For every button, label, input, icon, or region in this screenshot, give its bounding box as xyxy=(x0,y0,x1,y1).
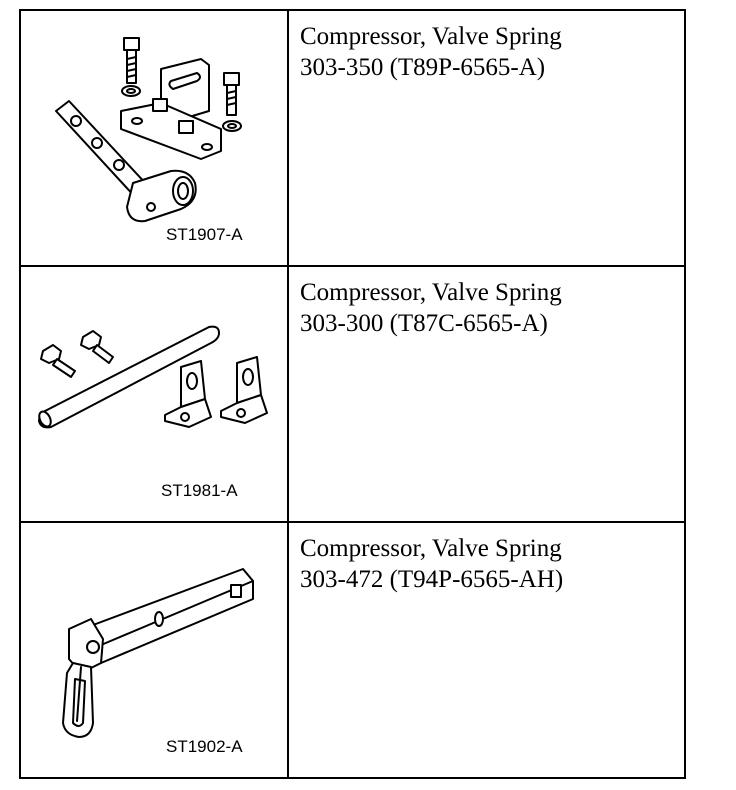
tool-illustration-cell: ST1981-A xyxy=(19,265,289,523)
table-row: ST1907-A Compressor, Valve Spring 303-35… xyxy=(19,9,686,267)
bolt-icon xyxy=(121,37,141,97)
tool-name: Compressor, Valve Spring xyxy=(300,279,562,306)
tool-illustration-cell: ST1902-A xyxy=(19,521,289,779)
tool-part-number: 303-472 (T94P-6565-AH) xyxy=(300,566,564,593)
valve-spring-compressor-lever-icon xyxy=(62,568,254,738)
tool-name: Compressor, Valve Spring xyxy=(300,23,562,50)
tool-illustration-cell: ST1907-A xyxy=(19,9,289,267)
special-tools-table: ST1907-A Compressor, Valve Spring 303-35… xyxy=(19,9,686,779)
tool-description-cell: Compressor, Valve Spring 303-300 (T87C-6… xyxy=(287,265,686,523)
illustration-code: ST1981-A xyxy=(161,481,238,500)
tool-description-cell: Compressor, Valve Spring 303-350 (T89P-6… xyxy=(287,9,686,267)
illustration-code: ST1907-A xyxy=(166,225,243,244)
illustration-code: ST1902-A xyxy=(166,737,243,756)
bolt-icon xyxy=(40,344,76,378)
tool-name: Compressor, Valve Spring xyxy=(300,535,562,562)
tool-description-cell: Compressor, Valve Spring 303-472 (T94P-6… xyxy=(287,521,686,779)
valve-spring-compressor-rod-icon xyxy=(38,325,268,429)
table-row: ST1902-A Compressor, Valve Spring 303-47… xyxy=(19,521,686,779)
tool-part-number: 303-300 (T87C-6565-A) xyxy=(300,310,548,337)
tool-part-number: 303-350 (T89P-6565-A) xyxy=(300,54,546,81)
bolt-icon xyxy=(80,330,114,364)
table-row: ST1981-A Compressor, Valve Spring 303-30… xyxy=(19,265,686,523)
bolt-icon xyxy=(222,72,242,132)
valve-spring-compressor-bracket-icon xyxy=(55,37,242,223)
